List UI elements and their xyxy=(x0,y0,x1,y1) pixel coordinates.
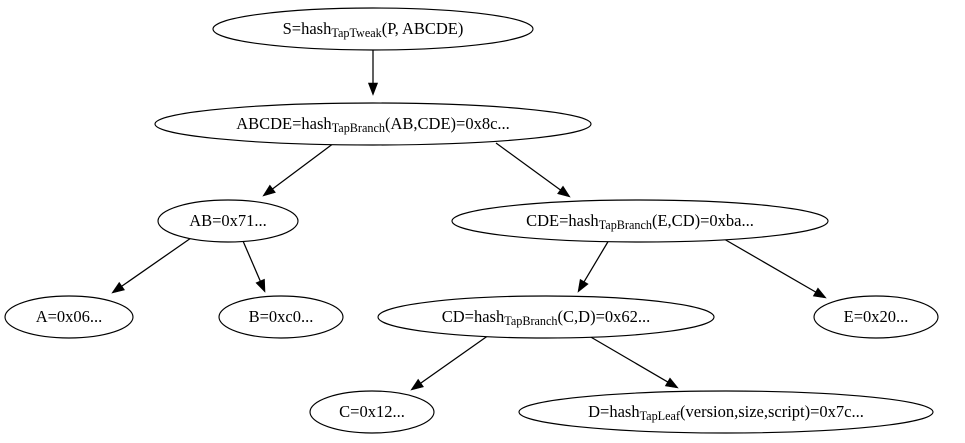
edge-arrowhead xyxy=(664,377,679,389)
edge-arrowhead xyxy=(111,281,125,294)
node-ellipse[interactable] xyxy=(154,102,592,146)
node-e[interactable]: E=0x20... xyxy=(813,295,939,339)
edge-arrowhead xyxy=(410,378,424,391)
node-cd[interactable]: CD=hashTapBranch(C,D)=0x62... xyxy=(377,295,715,339)
edge-arrowhead xyxy=(262,184,276,197)
edge-arrowhead xyxy=(255,278,266,293)
node-ellipse[interactable] xyxy=(518,390,934,434)
edge-line xyxy=(242,240,261,282)
node-ellipse[interactable] xyxy=(212,7,534,51)
nodes-layer: S=hashTapTweak(P, ABCDE) ABCDE=hashTapBra… xyxy=(4,7,939,434)
node-ellipse[interactable] xyxy=(157,199,299,243)
edge-cd-to-d xyxy=(588,335,679,389)
node-label: A=0x06... xyxy=(36,307,103,326)
node-a[interactable]: A=0x06... xyxy=(4,295,134,339)
node-label: S=hashTapTweak(P, ABCDE) xyxy=(283,19,464,40)
edge-line xyxy=(420,334,490,384)
node-label: CDE=hashTapBranch(E,CD)=0xba... xyxy=(526,211,754,232)
node-s[interactable]: S=hashTapTweak(P, ABCDE) xyxy=(212,7,534,51)
edge-line xyxy=(588,335,668,383)
node-c[interactable]: C=0x12... xyxy=(309,390,435,434)
edges-layer xyxy=(111,50,827,391)
node-b[interactable]: B=0xc0... xyxy=(218,295,344,339)
edge-line xyxy=(723,238,816,293)
edge-line xyxy=(583,239,610,283)
node-label: AB=0x71... xyxy=(189,211,267,230)
edge-arrowhead xyxy=(557,185,571,198)
edge-cde-to-e xyxy=(723,238,827,299)
edge-line xyxy=(121,237,192,287)
node-ellipse[interactable] xyxy=(4,295,134,339)
node-label: CD=hashTapBranch(C,D)=0x62... xyxy=(442,307,651,328)
node-abcde[interactable]: ABCDE=hashTapBranch(AB,CDE)=0x8c... xyxy=(154,102,592,146)
node-d[interactable]: D=hashTapLeaf(version,size,script)=0x7c.… xyxy=(518,390,934,434)
edge-cde-to-cd xyxy=(577,239,610,293)
node-ellipse[interactable] xyxy=(377,295,715,339)
edge-abcde-to-cde xyxy=(495,142,571,198)
node-label: B=0xc0... xyxy=(249,307,314,326)
node-ab[interactable]: AB=0x71... xyxy=(157,199,299,243)
node-label: ABCDE=hashTapBranch(AB,CDE)=0x8c... xyxy=(236,114,510,135)
edge-abcde-to-ab xyxy=(262,142,335,197)
edge-cd-to-c xyxy=(410,334,490,391)
node-ellipse[interactable] xyxy=(813,295,939,339)
edge-arrowhead xyxy=(577,278,589,293)
edge-ab-to-a xyxy=(111,237,192,294)
node-ellipse[interactable] xyxy=(451,199,829,243)
node-cde[interactable]: CDE=hashTapBranch(E,CD)=0xba... xyxy=(451,199,829,243)
edge-ab-to-b xyxy=(242,240,266,293)
node-label: C=0x12... xyxy=(339,402,405,421)
edge-s-to-abcde xyxy=(367,50,379,96)
edge-arrowhead xyxy=(812,287,827,299)
edge-line xyxy=(495,142,561,191)
node-label: D=hashTapLeaf(version,size,script)=0x7c.… xyxy=(588,402,864,423)
edge-line xyxy=(272,142,335,190)
node-label: E=0x20... xyxy=(844,307,909,326)
node-ellipse[interactable] xyxy=(309,390,435,434)
node-ellipse[interactable] xyxy=(218,295,344,339)
edge-arrowhead xyxy=(367,82,379,96)
